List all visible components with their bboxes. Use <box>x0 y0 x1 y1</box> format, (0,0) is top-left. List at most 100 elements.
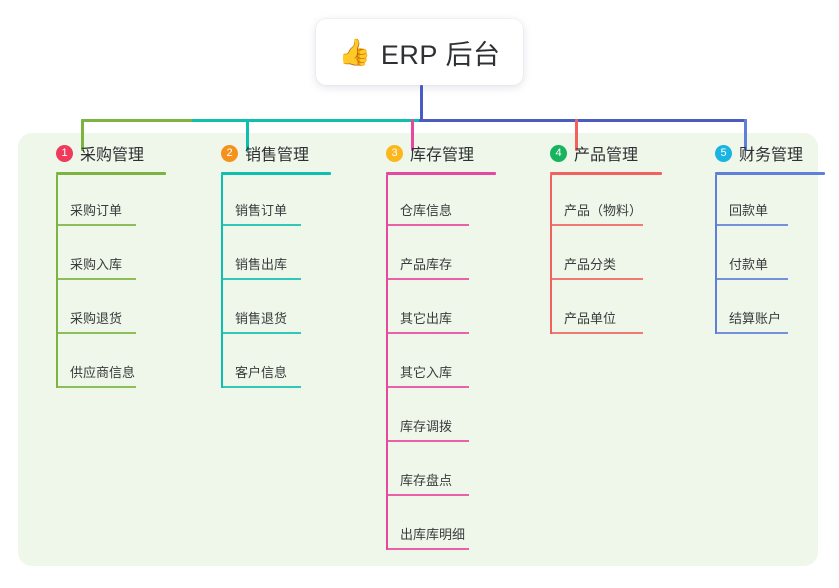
list-item-label: 仓库信息 <box>400 203 453 218</box>
list-item[interactable]: 销售退货 <box>201 283 351 337</box>
list-item[interactable]: 客户信息 <box>201 337 351 391</box>
list-item[interactable]: 采购退货 <box>36 283 186 337</box>
list-item-label: 采购入库 <box>70 257 123 272</box>
root-node[interactable]: 👍 ERP 后台 <box>316 19 523 85</box>
column-4: 4 产品管理产品（物料） 产品分类产品单位 <box>530 140 680 337</box>
list-item-rule <box>386 332 469 334</box>
column-title: 采购管理 <box>80 147 145 164</box>
drop-line-col5 <box>744 119 747 151</box>
list-item-rule <box>550 278 643 280</box>
list-item-rule <box>221 386 301 388</box>
drop-line-col1 <box>81 119 84 151</box>
list-item-rule <box>56 224 136 226</box>
bus-segment-blue <box>419 119 747 122</box>
list-item-rule <box>550 332 643 334</box>
list-item[interactable]: 库存调拨 <box>366 391 516 445</box>
column-header-5[interactable]: 5 财务管理 <box>695 140 839 166</box>
list-item-rule <box>386 440 469 442</box>
list-item-label: 销售订单 <box>235 203 288 218</box>
column-items: 仓库信息产品库存其它出库其它入库库存调拨库存盘点出库库明细 <box>366 175 516 553</box>
list-item-label: 回款单 <box>729 203 769 218</box>
column-title: 财务管理 <box>739 147 804 164</box>
list-item-label: 其它入库 <box>400 365 453 380</box>
column-title: 库存管理 <box>410 147 475 164</box>
column-header-2[interactable]: 2 销售管理 <box>201 140 351 166</box>
list-item-label: 出库库明细 <box>400 527 466 542</box>
list-item[interactable]: 回款单 <box>695 175 839 229</box>
root-title: ERP 后台 <box>380 39 501 70</box>
list-item-label: 采购订单 <box>70 203 123 218</box>
list-item-rule <box>221 224 301 226</box>
list-item[interactable]: 付款单 <box>695 229 839 283</box>
list-item[interactable]: 销售出库 <box>201 229 351 283</box>
list-item-rule <box>386 386 469 388</box>
list-item-label: 供应商信息 <box>70 365 136 380</box>
list-item[interactable]: 出库库明细 <box>366 499 516 553</box>
list-item-rule <box>715 224 788 226</box>
list-item-rule <box>221 278 301 280</box>
list-item[interactable]: 产品单位 <box>530 283 680 337</box>
list-item[interactable]: 销售订单 <box>201 175 351 229</box>
list-item[interactable]: 采购入库 <box>36 229 186 283</box>
column-items: 销售订单销售出库销售退货客户信息 <box>201 175 351 391</box>
list-item-rule <box>386 494 469 496</box>
column-rule <box>221 172 331 175</box>
list-item-rule <box>56 386 136 388</box>
list-item-label: 产品单位 <box>564 311 617 326</box>
list-item-label: 销售出库 <box>235 257 288 272</box>
list-item-label: 结算账户 <box>729 311 782 326</box>
column-items: 回款单付款单结算账户 <box>695 175 839 337</box>
list-item-label: 产品库存 <box>400 257 453 272</box>
list-item-rule <box>550 224 643 226</box>
column-title: 销售管理 <box>245 147 310 164</box>
column-rule <box>550 172 662 175</box>
bus-segment-green <box>81 119 194 122</box>
list-item[interactable]: 结算账户 <box>695 283 839 337</box>
list-item-rule <box>386 278 469 280</box>
list-item-label: 付款单 <box>729 257 769 272</box>
column-rule <box>56 172 166 175</box>
list-item[interactable]: 其它入库 <box>366 337 516 391</box>
number-badge-icon: 4 <box>550 144 567 162</box>
list-item[interactable]: 供应商信息 <box>36 337 186 391</box>
number-badge-icon: 2 <box>221 144 238 162</box>
list-item[interactable]: 采购订单 <box>36 175 186 229</box>
thumbs-up-icon: 👍 <box>338 37 371 67</box>
column-items: 采购订单采购入库采购退货供应商信息 <box>36 175 186 391</box>
content-panel <box>18 133 818 566</box>
drop-line-col2 <box>246 119 249 151</box>
column-3: 3 库存管理仓库信息产品库存其它出库其它入库库存调拨库存盘点出库库明细 <box>366 140 516 553</box>
column-rule <box>386 172 496 175</box>
column-2: 2 销售管理销售订单销售出库销售退货客户信息 <box>201 140 351 391</box>
list-item-label: 产品分类 <box>564 257 617 272</box>
list-item[interactable]: 其它出库 <box>366 283 516 337</box>
column-header-4[interactable]: 4 产品管理 <box>530 140 680 166</box>
column-spine <box>56 175 58 388</box>
list-item-label: 产品（物料） <box>564 203 643 218</box>
list-item[interactable]: 产品分类 <box>530 229 680 283</box>
trunk-drop-line <box>420 85 423 121</box>
column-header-3[interactable]: 3 库存管理 <box>366 140 516 166</box>
list-item-label: 库存调拨 <box>400 419 453 434</box>
number-badge-icon: 3 <box>386 144 403 162</box>
list-item-rule <box>56 278 136 280</box>
number-badge-icon: 5 <box>715 144 732 162</box>
column-5: 5 财务管理回款单付款单结算账户 <box>695 140 839 337</box>
list-item[interactable]: 产品库存 <box>366 229 516 283</box>
bus-segment-teal <box>192 119 421 122</box>
list-item-label: 其它出库 <box>400 311 453 326</box>
list-item[interactable]: 仓库信息 <box>366 175 516 229</box>
drop-line-col4 <box>575 119 578 151</box>
list-item-label: 库存盘点 <box>400 473 453 488</box>
list-item-rule <box>221 332 301 334</box>
column-spine <box>221 175 223 388</box>
list-item[interactable]: 产品（物料） <box>530 175 680 229</box>
column-title: 产品管理 <box>574 147 639 164</box>
drop-line-col3 <box>411 119 414 151</box>
list-item[interactable]: 库存盘点 <box>366 445 516 499</box>
list-item-rule <box>56 332 136 334</box>
column-items: 产品（物料） 产品分类产品单位 <box>530 175 680 337</box>
